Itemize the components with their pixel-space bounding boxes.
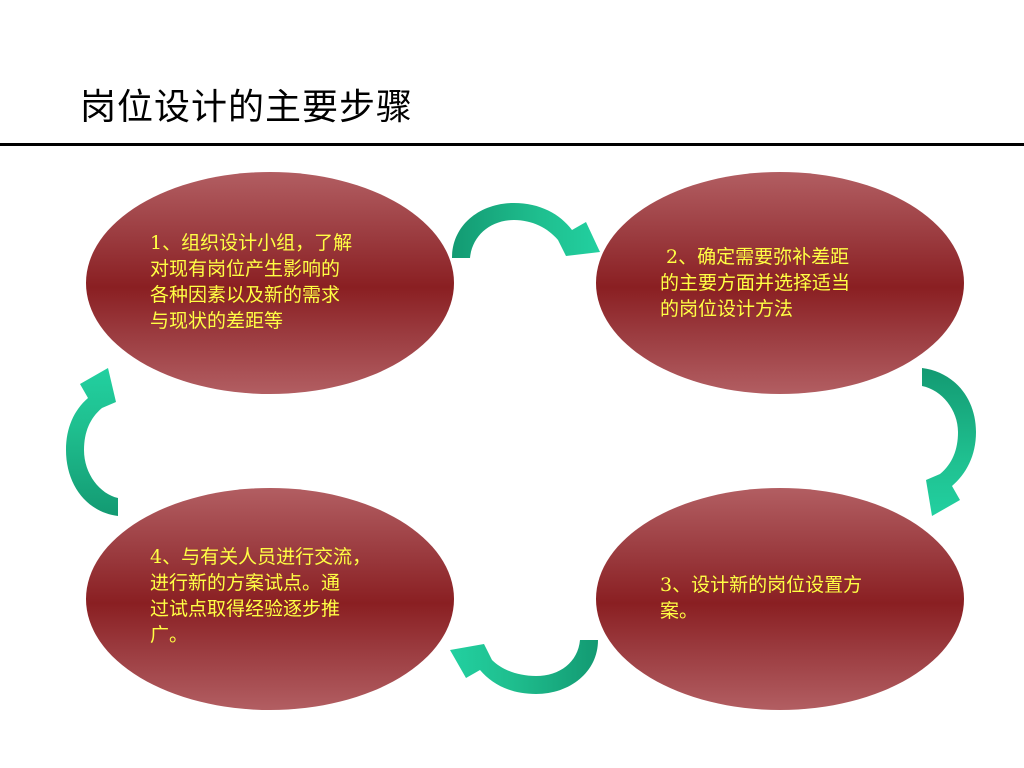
step-2-line-3: 的岗位设计方法 — [660, 298, 794, 320]
step-1-text: 1、组织设计小组，了解 对现有岗位产生影响的 各种因素以及新的需求 与现状的差距… — [150, 230, 352, 334]
step-3-line-2: 案。 — [660, 600, 699, 622]
step-1-oval — [86, 172, 454, 394]
step-3-oval — [596, 488, 964, 710]
arrow-bottom-icon — [450, 640, 598, 694]
step-3-text: 3、设计新的岗位设置方 案。 — [660, 572, 862, 624]
step-2-line-2: 的主要方面并选择适当 — [660, 272, 851, 294]
arrow-right-icon — [922, 368, 976, 516]
step-4-oval — [86, 488, 454, 710]
slide-title: 岗位设计的主要步骤 — [80, 87, 414, 128]
title-divider — [0, 143, 1024, 146]
step-1-line-3: 各种因素以及新的需求 — [150, 284, 341, 306]
step-2-text: 2、确定需要弥补差距 的主要方面并选择适当 的岗位设计方法 — [660, 244, 850, 322]
step-1-line-4: 与现状的差距等 — [150, 310, 284, 332]
step-3-line-1: 3、设计新的岗位设置方 — [660, 574, 863, 596]
step-2-line-1: 2、确定需要弥补差距 — [660, 246, 850, 268]
arrow-left-icon — [66, 368, 118, 516]
step-2-oval — [596, 172, 964, 394]
step-4-line-3: 过试点取得经验逐步推 — [150, 598, 341, 620]
step-4-line-1: 4、与有关人员进行交流， — [150, 546, 372, 568]
arrow-top-icon — [452, 203, 600, 258]
step-4-line-4: 广。 — [150, 624, 189, 646]
step-4-text: 4、与有关人员进行交流， 进行新的方案试点。通 过试点取得经验逐步推 广。 — [150, 544, 371, 648]
step-1-line-2: 对现有岗位产生影响的 — [150, 258, 341, 280]
step-4-line-2: 进行新的方案试点。通 — [150, 572, 341, 594]
step-1-line-1: 1、组织设计小组，了解 — [150, 232, 353, 254]
